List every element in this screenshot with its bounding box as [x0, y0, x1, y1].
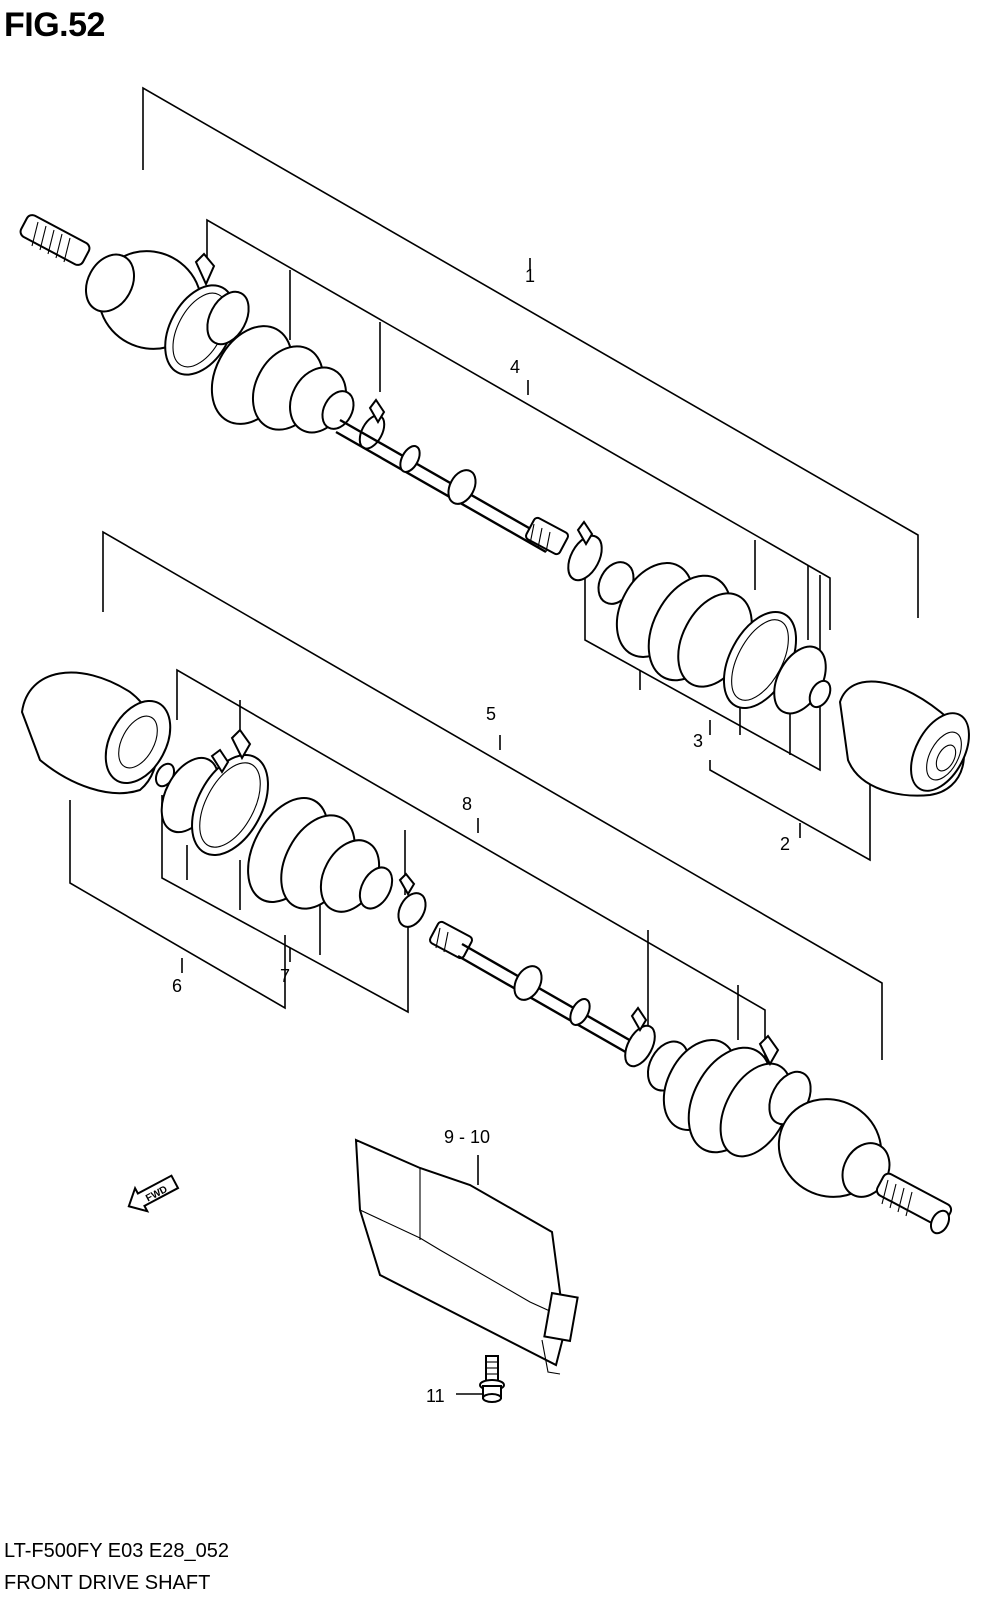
callout-1: 1	[525, 266, 535, 286]
bolt	[479, 1355, 505, 1403]
lower-small-clamp	[397, 872, 427, 928]
upper-inner-clamp	[567, 520, 603, 582]
upper-outer-clamps	[164, 252, 250, 376]
upper-drive-shaft	[19, 214, 970, 797]
model-code: LT-F500FY E03 E28_052	[4, 1540, 229, 1562]
lower-outer-clamp	[624, 1006, 656, 1068]
upper-outer-boot	[210, 325, 355, 434]
upper-inner-band-clamps	[722, 610, 832, 715]
upper-spline-stub	[19, 214, 91, 266]
callout-6: 6	[172, 976, 182, 996]
callout-5: 5	[486, 704, 496, 724]
callout-11: 11	[426, 1386, 445, 1406]
callout-4: 4	[510, 357, 520, 377]
lower-inner-cv-housing	[20, 671, 172, 795]
upper-inner-cv-housing	[838, 680, 970, 797]
callout-9-10: 9 - 10	[444, 1127, 490, 1147]
fwd-arrow: FWD	[127, 1174, 180, 1213]
callout-2: 2	[780, 834, 790, 854]
lower-shaft	[429, 920, 641, 1060]
figure-title: FIG.52	[4, 6, 105, 44]
diagram-title: FRONT DRIVE SHAFT	[4, 1572, 211, 1594]
callout-7: 7	[280, 966, 290, 986]
lower-inner-clamps	[154, 728, 269, 856]
callout-3: 3	[693, 731, 703, 751]
callout-8: 8	[462, 794, 472, 814]
lower-outer-cv-joint	[777, 1098, 891, 1198]
lower-drive-shaft	[20, 671, 953, 1235]
lower-spline-stub	[875, 1172, 953, 1235]
callout-labels: 1 2 3 4 5 6 7 8 9 - 10 11	[172, 266, 790, 1406]
lower-inner-boot	[247, 797, 394, 913]
guard-plate	[354, 1138, 579, 1375]
upper-shaft	[335, 418, 569, 556]
